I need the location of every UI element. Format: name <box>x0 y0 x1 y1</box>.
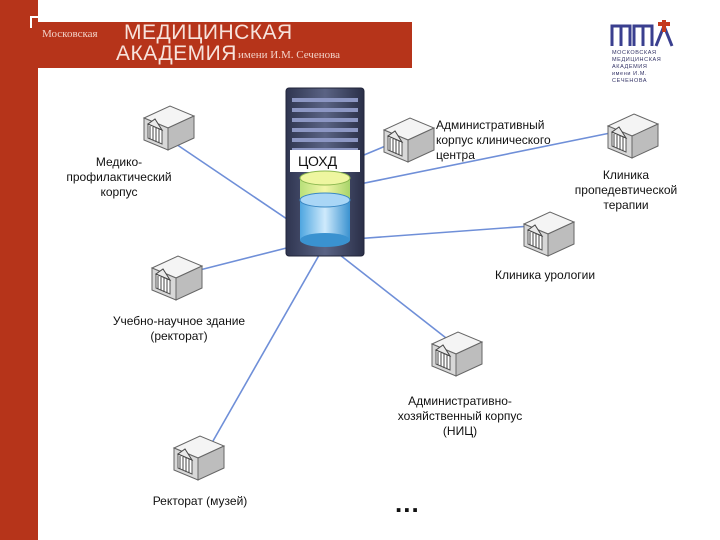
logo-line-3: АКАДЕМИЯ <box>612 64 648 70</box>
label-propaedeutic-text: Клиника пропедевтической терапии <box>574 168 678 212</box>
building-icon-urology <box>520 206 578 258</box>
label-teaching-text: Учебно-научное здание (ректорат) <box>112 314 246 343</box>
header-moscow: Московская <box>42 28 98 40</box>
logo-caption: МОСКОВСКАЯ МЕДИЦИНСКАЯ АКАДЕМИЯ имени И.… <box>612 50 678 85</box>
header-corner-mark <box>30 16 42 28</box>
label-medprof-text: Медико- профилактический корпус <box>66 155 172 199</box>
data-center-server-icon <box>285 87 365 257</box>
link-museum <box>204 249 323 456</box>
label-medprof: Медико- профилактический корпус <box>44 155 194 200</box>
label-urology: Клиника урологии <box>470 268 620 283</box>
link-urology <box>339 224 546 241</box>
label-admin-econ-text: Административно- хозяйственный корпус (Н… <box>397 394 523 438</box>
building-icon-medprof <box>140 100 198 152</box>
link-propaedeutic <box>354 129 626 186</box>
more-ellipsis: ... <box>395 488 420 518</box>
label-teaching: Учебно-научное здание (ректорат) <box>88 314 270 344</box>
hub-label: ЦОХД <box>298 153 338 169</box>
header-banner: Московская МЕДИЦИНСКАЯ АКАДЕМИЯ имени И.… <box>30 16 412 68</box>
link-admin-econ <box>339 254 456 346</box>
label-admin-clinic-text: Административный корпус клинического цен… <box>436 118 551 162</box>
building-icon-admin-econ <box>428 326 486 378</box>
label-admin-econ: Административно- хозяйственный корпус (Н… <box>370 394 550 439</box>
left-accent-strip <box>0 0 38 540</box>
building-icon-propaedeutic <box>604 108 662 160</box>
label-museum-text: Ректорат (музей) <box>152 494 248 508</box>
building-icon-admin-clinic <box>380 112 438 164</box>
logo-line-2: МЕДИЦИНСКАЯ <box>612 57 662 63</box>
building-icon-teaching <box>148 250 206 302</box>
building-icon-museum <box>170 430 228 482</box>
label-urology-text: Клиника урологии <box>494 268 596 282</box>
label-propaedeutic: Клиника пропедевтической терапии <box>556 168 696 213</box>
label-admin-clinic: Административный корпус клинического цен… <box>436 118 551 163</box>
header-named-after: имени И.М. Сеченова <box>238 49 341 61</box>
header-medical: МЕДИЦИНСКАЯ <box>124 21 293 44</box>
logo-line-1: МОСКОВСКАЯ <box>612 50 657 56</box>
academy-logo-icon <box>610 20 674 47</box>
header-academy: АКАДЕМИЯ <box>116 42 237 65</box>
label-museum: Ректорат (музей) <box>130 494 270 509</box>
logo-line-4: имени И.М. СЕЧЕНОВА <box>612 71 648 84</box>
